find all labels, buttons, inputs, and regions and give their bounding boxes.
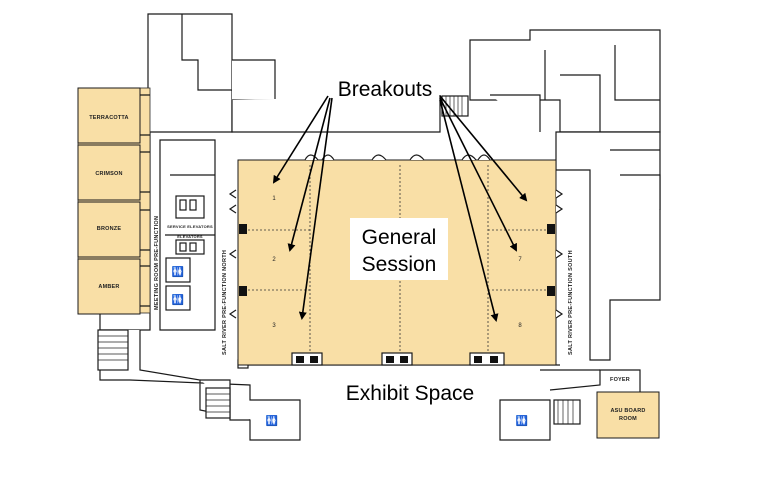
meeting-room-prefunction-label: MEETING ROOM PRE-FUNCTION — [154, 216, 160, 310]
meeting-room-amber[interactable]: AMBER — [77, 258, 141, 315]
room-label-amber: AMBER — [98, 284, 119, 290]
breakouts-label: Breakouts — [338, 78, 433, 101]
section-number: 7 — [518, 257, 522, 263]
section-number: 8 — [518, 323, 522, 329]
ballroom: 1 2 3 7 8 — [228, 154, 564, 366]
room-label-bronze: BRONZE — [97, 226, 122, 232]
general-session-label-line1: General — [362, 226, 437, 249]
room-label-terracotta: TERRACOTTA — [89, 115, 128, 121]
meeting-room-terracotta[interactable]: TERRACOTTA — [77, 87, 141, 144]
salt-river-south-label: SALT RIVER PRE-FUNCTION SOUTH — [568, 250, 574, 355]
section-number: 2 — [272, 257, 276, 263]
stairs-lower-left — [97, 329, 129, 371]
general-session-label-line2: Session — [362, 253, 437, 276]
asu-board-room-label-line1: ASU BOARD — [610, 408, 645, 414]
exhibit-space-label: Exhibit Space — [346, 382, 474, 405]
service-elevators-label: SERVICE ELEVATORS — [167, 224, 213, 229]
meeting-rooms: TERRACOTTA CRIMSON BRONZE AMBER — [77, 87, 151, 315]
stairs-lower-mid — [205, 387, 231, 419]
general-session-label-bg — [350, 218, 448, 280]
restroom-icon: 🚻 — [266, 414, 278, 427]
elevator-core: SERVICE ELEVATORS ELEVATORS 🚻 🚻 — [165, 195, 213, 311]
meeting-room-crimson[interactable]: CRIMSON — [77, 144, 141, 201]
meeting-room-bronze[interactable]: BRONZE — [77, 201, 141, 258]
stairs-lower-right — [553, 399, 581, 425]
salt-river-north-label: SALT RIVER PRE-FUNCTION NORTH — [222, 250, 228, 355]
restroom-icon: 🚻 — [172, 265, 184, 278]
section-number: 1 — [272, 196, 276, 202]
asu-board-room[interactable]: ASU BOARD ROOM — [596, 391, 660, 439]
elevators-label: ELEVATORS — [177, 234, 203, 239]
section-number: 3 — [272, 323, 276, 329]
foyer-label: FOYER — [610, 377, 630, 383]
restroom-icon: 🚻 — [516, 414, 528, 427]
asu-board-room-label-line2: ROOM — [619, 416, 637, 422]
room-label-crimson: CRIMSON — [95, 171, 122, 177]
breakout-arrows — [272, 95, 528, 322]
restroom-icon: 🚻 — [172, 293, 184, 306]
